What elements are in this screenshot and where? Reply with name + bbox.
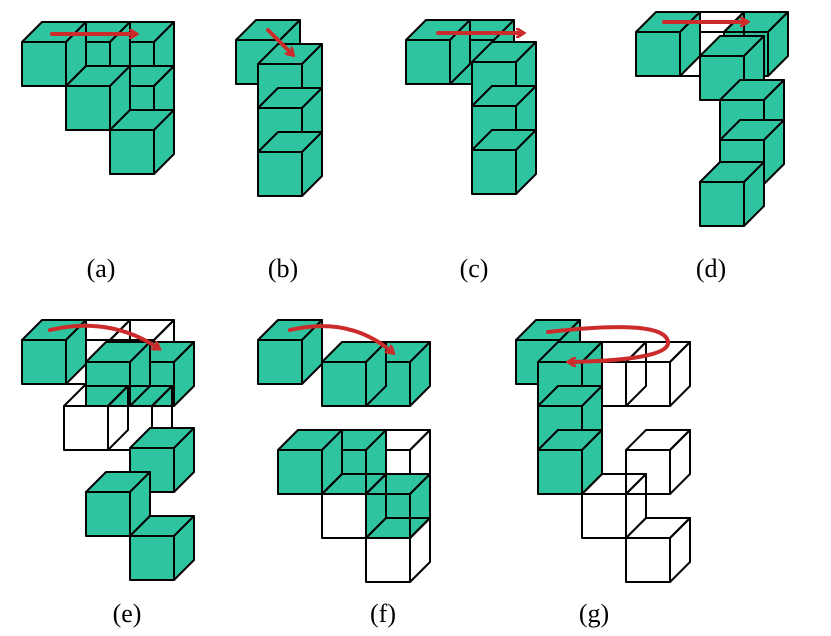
cube-front-face (699, 181, 745, 227)
cube (321, 341, 387, 407)
cube (257, 131, 323, 197)
cube-front-face (65, 85, 111, 131)
label-g: (g) (578, 599, 610, 628)
cube-front-face (85, 491, 131, 537)
cube-front-face (537, 449, 583, 495)
cube-side-face (669, 429, 691, 495)
cube (109, 109, 175, 175)
cube-front-face (257, 339, 303, 385)
cube (405, 19, 471, 85)
cube-outline (625, 429, 691, 495)
cube-front-face (257, 151, 303, 197)
cube-front-face (277, 449, 323, 495)
cube (65, 65, 131, 131)
label-b: (b) (267, 254, 299, 283)
cube-outline (625, 517, 691, 583)
figure-b (235, 19, 323, 197)
figure-c (405, 19, 537, 195)
cube-front-face (85, 361, 131, 407)
cube-front-face (635, 31, 681, 77)
cube-outline (365, 517, 431, 583)
label-e: (e) (112, 599, 142, 628)
cube-outline (63, 385, 129, 451)
cube-front-face (21, 339, 67, 385)
label-a: (a) (86, 254, 116, 283)
figure-d (635, 11, 789, 227)
arrow-e (48, 323, 158, 348)
cube-side-face (669, 341, 691, 407)
cube (129, 515, 195, 581)
cube-side-face (625, 341, 647, 407)
cube-side-face (669, 517, 691, 583)
label-c: (c) (459, 254, 489, 283)
cube-front-face (21, 41, 67, 87)
cube-front-face (581, 493, 627, 539)
arrow-b (266, 28, 292, 54)
cube-front-face (405, 39, 451, 85)
cube-front-face (109, 129, 155, 175)
cube-front-face (365, 537, 411, 583)
cube (699, 161, 765, 227)
figure-e (21, 319, 195, 581)
cube (699, 35, 765, 101)
cube-front-face (625, 449, 671, 495)
cube-front-face (129, 535, 175, 581)
cube-front-face (321, 361, 367, 407)
label-f: (f) (370, 599, 396, 628)
cube-front-face (63, 405, 109, 451)
cube (471, 129, 537, 195)
figure-f (257, 319, 431, 583)
cube-front-face (321, 493, 367, 539)
arrow-f (288, 324, 392, 352)
label-d: (d) (695, 254, 727, 283)
figure-g (515, 319, 691, 583)
arrow-g (546, 325, 670, 362)
cube-front-face (625, 537, 671, 583)
cube-front-face (471, 149, 517, 195)
figure-a (21, 21, 175, 175)
